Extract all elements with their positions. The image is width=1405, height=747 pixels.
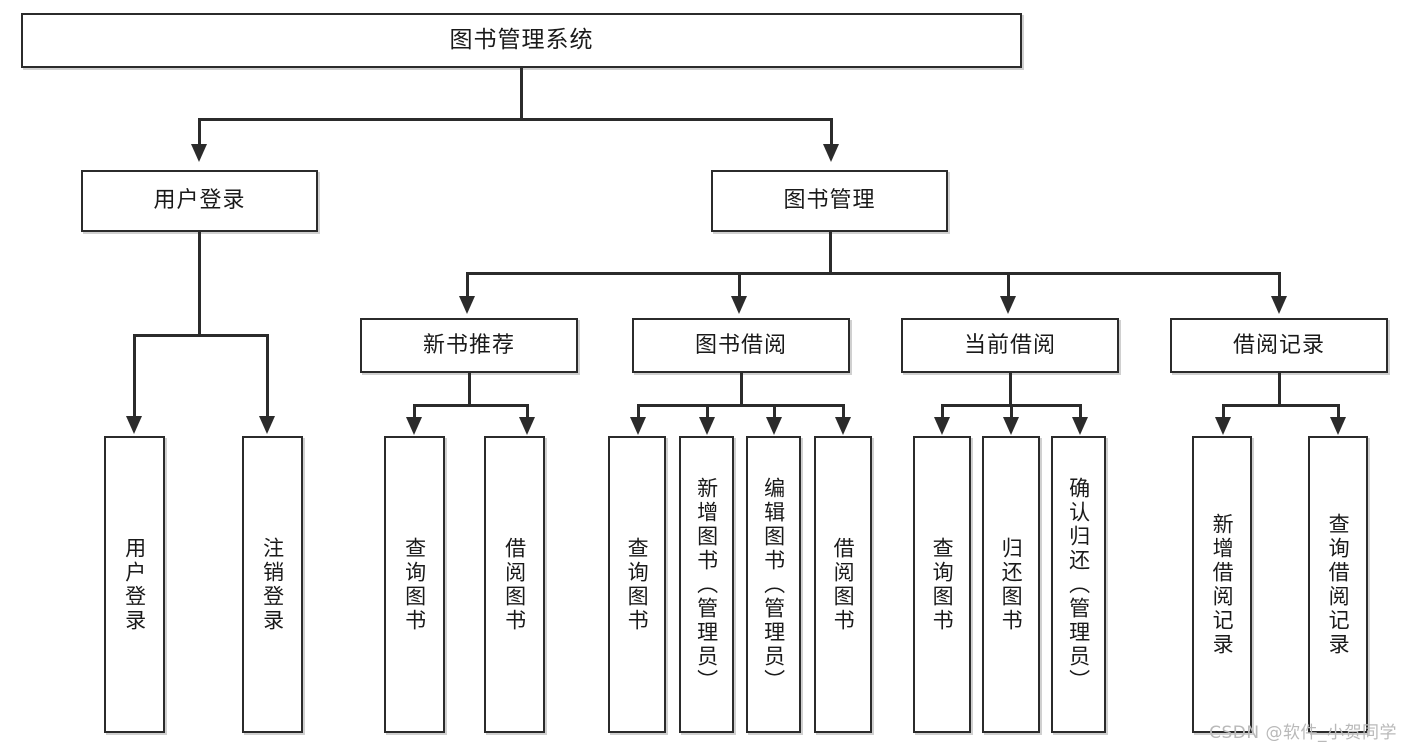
node-label: 注销登录 — [260, 536, 285, 633]
connector-user-login-drop-2 — [266, 334, 269, 418]
arrow-to-new-book-recommend — [459, 296, 475, 314]
node-book-management[interactable]: 图书管理 — [711, 170, 948, 232]
node-leaf-user-logout[interactable]: 注销登录 — [242, 436, 303, 733]
connector-bb-drop-4 — [842, 404, 845, 419]
connector-book-management-stem — [829, 232, 832, 274]
connector-bb-drop-1 — [637, 404, 640, 419]
node-leaf-edit-book[interactable]: 编辑图书（管理员） — [746, 436, 801, 733]
connector-root-drop-book-management — [830, 118, 833, 146]
arrow-to-leaf-return-book — [1003, 417, 1019, 435]
node-label: 新增借阅记录 — [1210, 512, 1235, 657]
arrow-to-leaf-borrow-book-1 — [519, 417, 535, 435]
connector-cb-drop-1 — [941, 404, 944, 419]
node-leaf-add-record[interactable]: 新增借阅记录 — [1192, 436, 1252, 733]
node-leaf-return-book[interactable]: 归还图书 — [982, 436, 1040, 733]
node-label: 查询图书 — [625, 536, 650, 633]
node-label: 归还图书 — [999, 536, 1024, 633]
node-label: 查询图书 — [930, 536, 955, 633]
connector-root-drop-user-login — [198, 118, 201, 146]
connector-root-stem — [520, 68, 523, 120]
connector-bm-drop-2 — [738, 272, 741, 298]
connector-bb-stem — [740, 373, 743, 406]
arrow-to-borrow-record — [1271, 296, 1287, 314]
node-leaf-query-record[interactable]: 查询借阅记录 — [1308, 436, 1368, 733]
node-label: 编辑图书（管理员） — [761, 476, 786, 693]
arrow-to-leaf-add-record — [1215, 417, 1231, 435]
connector-book-management-bus — [466, 272, 1280, 275]
node-leaf-borrow-book-1[interactable]: 借阅图书 — [484, 436, 545, 733]
node-leaf-confirm-return[interactable]: 确认归还（管理员） — [1051, 436, 1106, 733]
node-leaf-query-book-3[interactable]: 查询图书 — [913, 436, 971, 733]
node-leaf-borrow-book-2[interactable]: 借阅图书 — [814, 436, 872, 733]
arrow-to-book-borrow — [731, 296, 747, 314]
arrow-to-book-management — [823, 144, 839, 162]
node-label: 查询借阅记录 — [1326, 512, 1351, 657]
node-label: 图书借阅 — [694, 332, 787, 358]
node-new-book-recommend[interactable]: 新书推荐 — [360, 318, 578, 373]
connector-nbr-bus — [413, 404, 528, 407]
arrow-to-leaf-edit-book — [766, 417, 782, 435]
node-label: 图书管理 — [783, 188, 876, 214]
node-label: 当前借阅 — [963, 332, 1056, 358]
arrow-to-leaf-confirm-return — [1072, 417, 1088, 435]
node-leaf-query-book-2[interactable]: 查询图书 — [608, 436, 666, 733]
connector-nbr-drop-2 — [526, 404, 529, 419]
connector-cb-drop-3 — [1079, 404, 1082, 419]
connector-bb-drop-2 — [706, 404, 709, 419]
node-root[interactable]: 图书管理系统 — [21, 13, 1022, 68]
connector-nbr-stem — [468, 373, 471, 406]
connector-cb-stem — [1009, 373, 1012, 406]
node-label: 确认归还（管理员） — [1066, 476, 1091, 693]
node-label: 用户登录 — [153, 188, 246, 214]
node-label: 新书推荐 — [422, 332, 515, 358]
node-leaf-user-login[interactable]: 用户登录 — [104, 436, 165, 733]
node-borrow-record[interactable]: 借阅记录 — [1170, 318, 1388, 373]
arrow-to-leaf-add-book — [699, 417, 715, 435]
connector-user-login-bus — [133, 334, 268, 337]
connector-root-bus — [198, 118, 833, 121]
connector-br-drop-2 — [1337, 404, 1340, 419]
connector-cb-drop-2 — [1010, 404, 1013, 419]
connector-bm-drop-1 — [466, 272, 469, 298]
connector-bb-drop-3 — [773, 404, 776, 419]
node-leaf-query-book-1[interactable]: 查询图书 — [384, 436, 445, 733]
connector-bm-drop-4 — [1278, 272, 1281, 298]
arrow-to-leaf-query-book-1 — [406, 417, 422, 435]
node-label: 借阅图书 — [502, 536, 527, 633]
connector-br-bus — [1222, 404, 1339, 407]
node-label: 图书管理系统 — [449, 27, 594, 54]
arrow-to-leaf-borrow-book-2 — [835, 417, 851, 435]
connector-user-login-drop-1 — [133, 334, 136, 418]
node-user-login[interactable]: 用户登录 — [81, 170, 318, 232]
connector-bm-drop-3 — [1007, 272, 1010, 298]
connector-user-login-stem — [198, 232, 201, 336]
arrow-to-leaf-query-record — [1330, 417, 1346, 435]
node-current-borrow[interactable]: 当前借阅 — [901, 318, 1119, 373]
arrow-to-leaf-user-login — [126, 416, 142, 434]
node-leaf-add-book[interactable]: 新增图书（管理员） — [679, 436, 734, 733]
arrow-to-leaf-query-book-2 — [630, 417, 646, 435]
node-label: 用户登录 — [122, 536, 147, 633]
arrow-to-current-borrow — [1000, 296, 1016, 314]
node-label: 新增图书（管理员） — [694, 476, 719, 693]
connector-bb-bus — [637, 404, 844, 407]
node-label: 借阅图书 — [831, 536, 856, 633]
node-book-borrow[interactable]: 图书借阅 — [632, 318, 850, 373]
node-label: 借阅记录 — [1232, 332, 1325, 358]
arrow-to-user-login — [191, 144, 207, 162]
connector-br-stem — [1278, 373, 1281, 406]
arrow-to-leaf-query-book-3 — [934, 417, 950, 435]
connector-nbr-drop-1 — [413, 404, 416, 419]
node-label: 查询图书 — [402, 536, 427, 633]
arrow-to-leaf-user-logout — [259, 416, 275, 434]
connector-br-drop-1 — [1222, 404, 1225, 419]
